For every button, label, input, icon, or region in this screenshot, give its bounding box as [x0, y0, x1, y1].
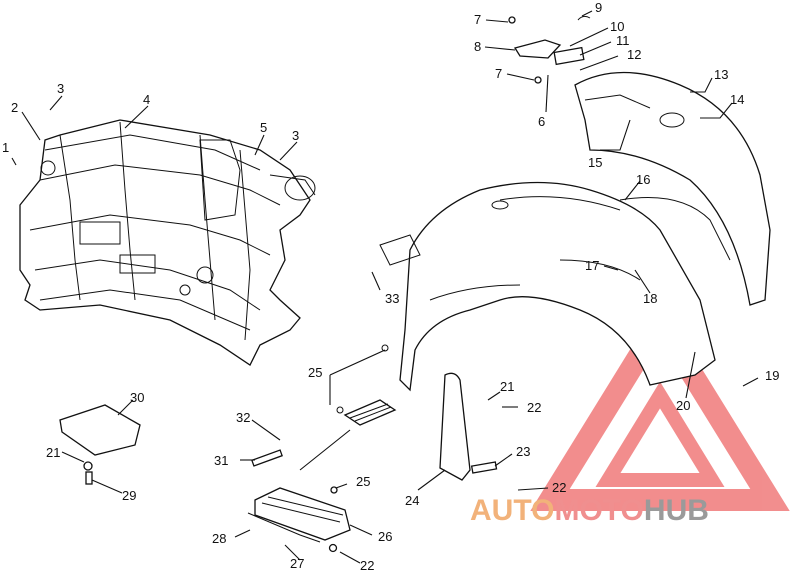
callout-24: 24: [405, 493, 419, 508]
callout-28: 28: [212, 531, 226, 546]
rear-bracket: [508, 15, 591, 84]
callout-17: 17: [585, 258, 599, 273]
callout-5: 5: [260, 120, 267, 135]
skid-plate: [59, 404, 141, 456]
svg-text:AUTOMOTOHUB: AUTOMOTOHUB: [470, 494, 709, 527]
callout-1: 1: [2, 140, 9, 155]
watermark-triangle: [530, 301, 790, 511]
callout-32: 32: [236, 410, 250, 425]
callout-6: 6: [538, 114, 545, 129]
footboard: [247, 487, 351, 543]
frame: [19, 119, 316, 366]
callout-3a: 3: [57, 81, 64, 96]
callout-12: 12: [627, 47, 641, 62]
mud-flap: [439, 372, 471, 481]
callout-13: 13: [714, 67, 728, 82]
callout-3b: 3: [292, 128, 299, 143]
callout-26: 26: [378, 529, 392, 544]
callout-27: 27: [290, 556, 304, 571]
watermark-moto: MOTO: [554, 494, 643, 527]
footrest: [343, 399, 397, 426]
callout-21b: 21: [46, 445, 60, 460]
hardware: [83, 344, 498, 553]
rear-fender: [574, 71, 771, 306]
callout-22b: 22: [552, 480, 566, 495]
callout-30: 30: [130, 390, 144, 405]
callout-29: 29: [122, 488, 136, 503]
callout-7a: 7: [474, 12, 481, 27]
watermark-logo: AUTOMOTOHUB: [470, 494, 709, 527]
callout-23: 23: [516, 444, 530, 459]
watermark-hub: HUB: [644, 494, 709, 527]
callout-33: 33: [385, 291, 399, 306]
body-shroud: [379, 181, 731, 392]
watermark-auto: AUTO: [470, 494, 554, 527]
leader-lines: [11, 10, 759, 564]
callout-labels: 1 2 3 3 4 5 6 7 7 8 9 10 11 12 13 14 15 …: [2, 0, 779, 572]
callout-16: 16: [636, 172, 650, 187]
callout-10: 10: [610, 19, 624, 34]
callout-31: 31: [214, 453, 228, 468]
callout-7b: 7: [495, 66, 502, 81]
callout-9: 9: [595, 0, 602, 15]
callout-19: 19: [765, 368, 779, 383]
callout-25b: 25: [356, 474, 370, 489]
callout-20: 20: [676, 398, 690, 413]
callout-8: 8: [474, 39, 481, 54]
callout-22a: 22: [527, 400, 541, 415]
callout-18: 18: [643, 291, 657, 306]
callout-22c: 22: [360, 558, 374, 572]
callout-14: 14: [730, 92, 744, 107]
callout-4: 4: [143, 92, 150, 107]
callout-25a: 25: [308, 365, 322, 380]
callout-11: 11: [616, 33, 630, 48]
callout-21a: 21: [500, 379, 514, 394]
callout-2: 2: [11, 100, 18, 115]
callout-15: 15: [588, 155, 602, 170]
